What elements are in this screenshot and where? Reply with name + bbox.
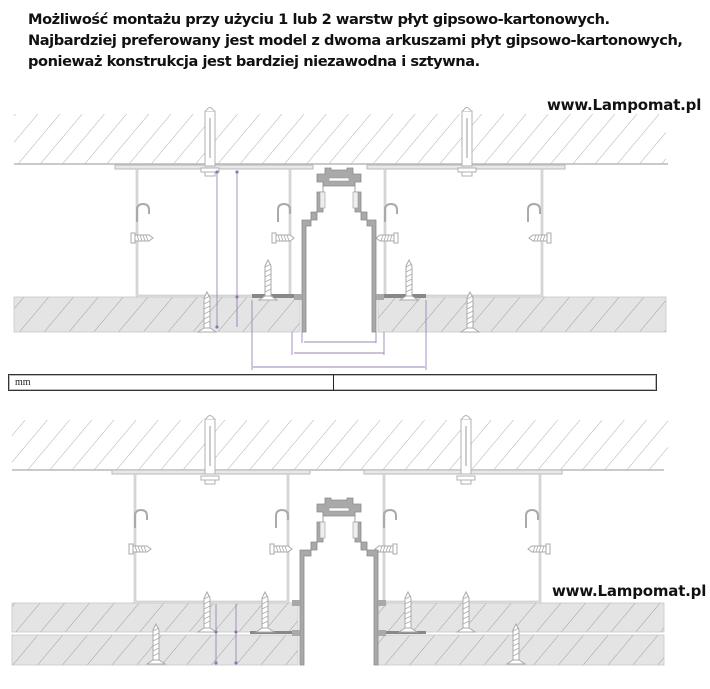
dimension-lines (215, 170, 427, 370)
watermark-top: www.Lampomat.pl (547, 96, 702, 114)
diagram-double-layer (11, 415, 668, 666)
unit-value-cell (334, 375, 656, 390)
watermark-bottom: www.Lampomat.pl (552, 582, 707, 600)
diagram-single-layer (13, 107, 668, 370)
unit-table: mm (8, 374, 657, 391)
unit-label-cell: mm (9, 375, 334, 390)
description-text: Możliwość montażu przy użyciu 1 lub 2 wa… (28, 11, 683, 70)
dimension-lines (214, 604, 238, 665)
ceiling-slab-top (14, 114, 666, 164)
track-profile (294, 167, 384, 333)
ceiling-slab-bottom (12, 420, 668, 470)
track-profile (292, 497, 386, 666)
